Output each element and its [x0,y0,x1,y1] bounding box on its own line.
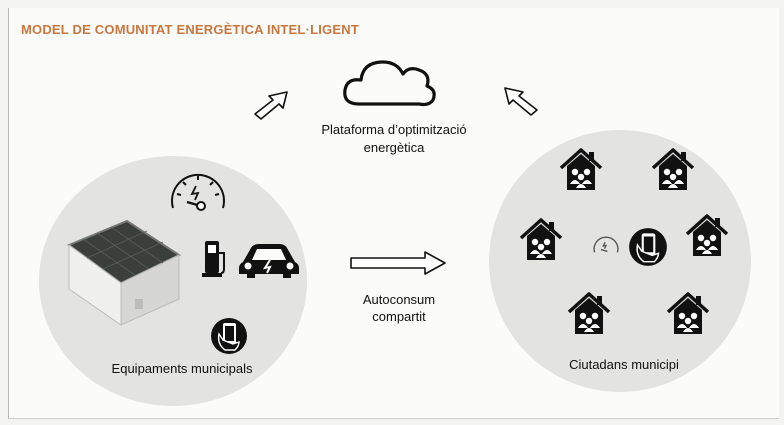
arrow-up-right-icon [254,91,288,120]
citizens-label: Ciutadans municipi [569,357,679,372]
community-house-icon [517,216,565,264]
platform-label-line2: energètica [363,140,425,155]
mobile-hand-icon [629,228,667,266]
community-house-icon [565,290,613,338]
platform-label-line1: Plataforma d’optimització [321,122,467,137]
energy-meter-icon [171,173,225,211]
electric-car-icon [239,244,299,278]
platform-label: Plataforma d’optimització energètica [279,121,509,157]
energy-meter-icon [593,236,619,253]
shared-self-consumption-label: Autoconsum compartit [339,291,459,325]
community-house-icon [664,290,712,338]
charging-station-icon [202,241,225,277]
diagram-frame: MODEL DE COMUNITAT ENERGÈTICA INTEL·LIGE… [8,8,779,419]
flow-label-line2: compartit [372,309,426,324]
building-solar-icon [66,219,182,326]
diagram-title: MODEL DE COMUNITAT ENERGÈTICA INTEL·LIGE… [21,22,359,37]
community-house-icon [557,146,605,194]
mobile-hand-icon [211,318,247,354]
community-house-icon [649,146,697,194]
municipal-equipment-label: Equipaments municipals [111,361,253,376]
community-house-icon [683,212,731,260]
arrow-right-icon [350,251,446,275]
citizens-circle [489,130,751,392]
flow-label-line1: Autoconsum [362,292,436,307]
arrow-up-left-icon [504,87,538,116]
cloud-icon [343,60,436,107]
